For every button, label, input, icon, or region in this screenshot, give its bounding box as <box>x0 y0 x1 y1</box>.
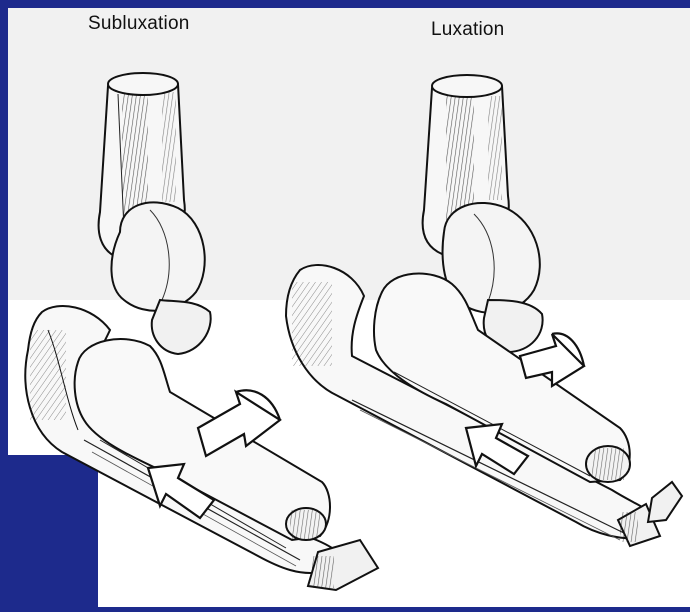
caption-luxation: Luxation <box>431 19 504 41</box>
caption-subluxation: Subluxation <box>88 13 190 35</box>
